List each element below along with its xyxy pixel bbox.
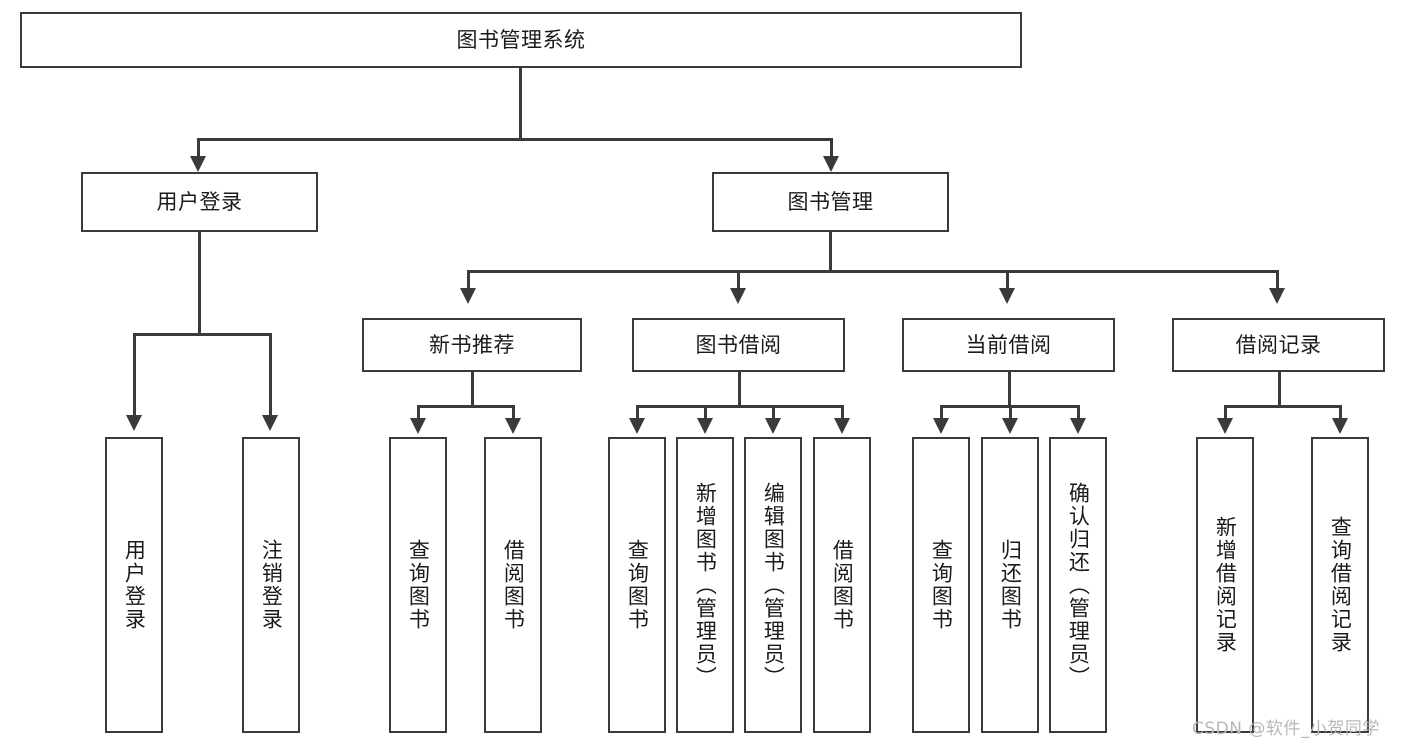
arrowhead-bookborrow-leaf4 — [834, 418, 850, 434]
edge-newbook-stem — [471, 372, 474, 407]
arrowhead-borrowrecord-leaf1 — [1217, 418, 1233, 434]
node-label: 编辑图书（管理员） — [761, 481, 786, 689]
csdn-watermark: CSDN @软件_小贺同学 — [1192, 714, 1380, 739]
node-leaf-edit-book[interactable]: 编辑图书（管理员） — [744, 437, 802, 733]
arrowhead-currentborrow-leaf3 — [1070, 418, 1086, 434]
arrowhead-to-bookmanage — [823, 156, 839, 172]
node-label: 新增图书（管理员） — [693, 481, 718, 689]
edge-root-to-userlogin — [197, 138, 200, 160]
node-label: 图书管理系统 — [456, 27, 586, 52]
edge-userlogin-to-leaf2 — [269, 333, 272, 420]
node-label: 图书借阅 — [695, 332, 782, 357]
edge-bookborrow-to-leaf1 — [636, 405, 639, 421]
edge-root-stem — [519, 68, 522, 140]
node-label: 查询借阅记录 — [1328, 516, 1353, 654]
node-label: 确认归还（管理员） — [1066, 481, 1091, 689]
node-label: 新增借阅记录 — [1213, 516, 1238, 654]
node-label: 查询图书 — [406, 539, 431, 631]
node-leaf-borrow-book-1[interactable]: 借阅图书 — [484, 437, 542, 733]
edge-bookmanage-to-borrow-record — [1276, 270, 1279, 292]
node-label: 归还图书 — [998, 539, 1023, 631]
node-leaf-return-book[interactable]: 归还图书 — [981, 437, 1039, 733]
node-borrow-record[interactable]: 借阅记录 — [1172, 318, 1385, 372]
node-label: 用户登录 — [122, 539, 147, 631]
watermark-text: CSDN @软件_小贺同学 — [1192, 719, 1380, 739]
edge-currentborrow-stem — [1008, 372, 1011, 407]
arrowhead-current-borrow — [999, 288, 1015, 304]
node-label: 新书推荐 — [429, 332, 515, 357]
node-leaf-query-record[interactable]: 查询借阅记录 — [1311, 437, 1369, 733]
node-leaf-query-book-3[interactable]: 查询图书 — [912, 437, 970, 733]
node-label: 借阅图书 — [830, 539, 855, 631]
arrowhead-currentborrow-leaf2 — [1002, 418, 1018, 434]
edge-userlogin-to-leaf1 — [133, 333, 136, 420]
edge-bookmanage-bus — [467, 270, 1279, 273]
edge-bookborrow-to-leaf2 — [704, 405, 707, 421]
node-new-book-recommend[interactable]: 新书推荐 — [362, 318, 582, 372]
edge-userlogin-bus — [133, 333, 270, 336]
node-leaf-add-book[interactable]: 新增图书（管理员） — [676, 437, 734, 733]
node-label: 当前借阅 — [965, 332, 1052, 357]
edge-newbook-bus — [417, 405, 514, 408]
node-leaf-user-login[interactable]: 用户登录 — [105, 437, 163, 733]
edge-borrowrecord-to-leaf2 — [1339, 405, 1342, 421]
node-leaf-borrow-book-2[interactable]: 借阅图书 — [813, 437, 871, 733]
edge-borrowrecord-bus — [1224, 405, 1341, 408]
node-root-system[interactable]: 图书管理系统 — [20, 12, 1022, 68]
edge-newbook-to-leaf1 — [417, 405, 420, 421]
arrowhead-to-userlogin — [190, 156, 206, 172]
edge-currentborrow-to-leaf2 — [1009, 405, 1012, 421]
arrowhead-new-book-recommend — [460, 288, 476, 304]
node-user-login[interactable]: 用户登录 — [81, 172, 318, 232]
node-label: 查询图书 — [929, 539, 954, 631]
edge-root-bus — [197, 138, 833, 141]
node-label: 借阅记录 — [1235, 332, 1322, 357]
node-current-borrow[interactable]: 当前借阅 — [902, 318, 1115, 372]
edge-newbook-to-leaf2 — [512, 405, 515, 421]
arrowhead-userlogin-leaf2 — [262, 415, 278, 431]
arrowhead-newbook-leaf2 — [505, 418, 521, 434]
node-leaf-confirm-return[interactable]: 确认归还（管理员） — [1049, 437, 1107, 733]
node-leaf-query-book-2[interactable]: 查询图书 — [608, 437, 666, 733]
edge-bookborrow-stem — [738, 372, 741, 407]
edge-bookborrow-to-leaf4 — [841, 405, 844, 421]
edge-currentborrow-to-leaf1 — [940, 405, 943, 421]
node-label: 注销登录 — [259, 539, 284, 631]
arrowhead-bookborrow-leaf1 — [629, 418, 645, 434]
edge-bookmanage-to-current-borrow — [1006, 270, 1009, 292]
node-book-manage[interactable]: 图书管理 — [712, 172, 949, 232]
edge-currentborrow-to-leaf3 — [1077, 405, 1080, 421]
arrowhead-bookborrow-leaf2 — [697, 418, 713, 434]
node-label: 查询图书 — [625, 539, 650, 631]
arrowhead-currentborrow-leaf1 — [933, 418, 949, 434]
edge-borrowrecord-to-leaf1 — [1224, 405, 1227, 421]
arrowhead-borrowrecord-leaf2 — [1332, 418, 1348, 434]
edge-bookborrow-to-leaf3 — [772, 405, 775, 421]
arrowhead-userlogin-leaf1 — [126, 415, 142, 431]
node-leaf-logout-login[interactable]: 注销登录 — [242, 437, 300, 733]
node-leaf-add-record[interactable]: 新增借阅记录 — [1196, 437, 1254, 733]
edge-userlogin-stem — [198, 232, 201, 335]
node-label: 用户登录 — [156, 189, 243, 214]
arrowhead-newbook-leaf1 — [410, 418, 426, 434]
arrowhead-bookborrow-leaf3 — [765, 418, 781, 434]
node-book-borrow[interactable]: 图书借阅 — [632, 318, 845, 372]
edge-bookmanage-to-book-borrow — [737, 270, 740, 292]
edge-bookmanage-stem — [829, 232, 832, 272]
edge-borrowrecord-stem — [1278, 372, 1281, 407]
arrowhead-book-borrow — [730, 288, 746, 304]
node-label: 借阅图书 — [501, 539, 526, 631]
node-label: 图书管理 — [787, 189, 874, 214]
edge-root-to-bookmanage — [830, 138, 833, 160]
edge-bookborrow-bus — [636, 405, 843, 408]
node-leaf-query-book-1[interactable]: 查询图书 — [389, 437, 447, 733]
edge-bookmanage-to-new-book — [467, 270, 470, 292]
arrowhead-borrow-record — [1269, 288, 1285, 304]
